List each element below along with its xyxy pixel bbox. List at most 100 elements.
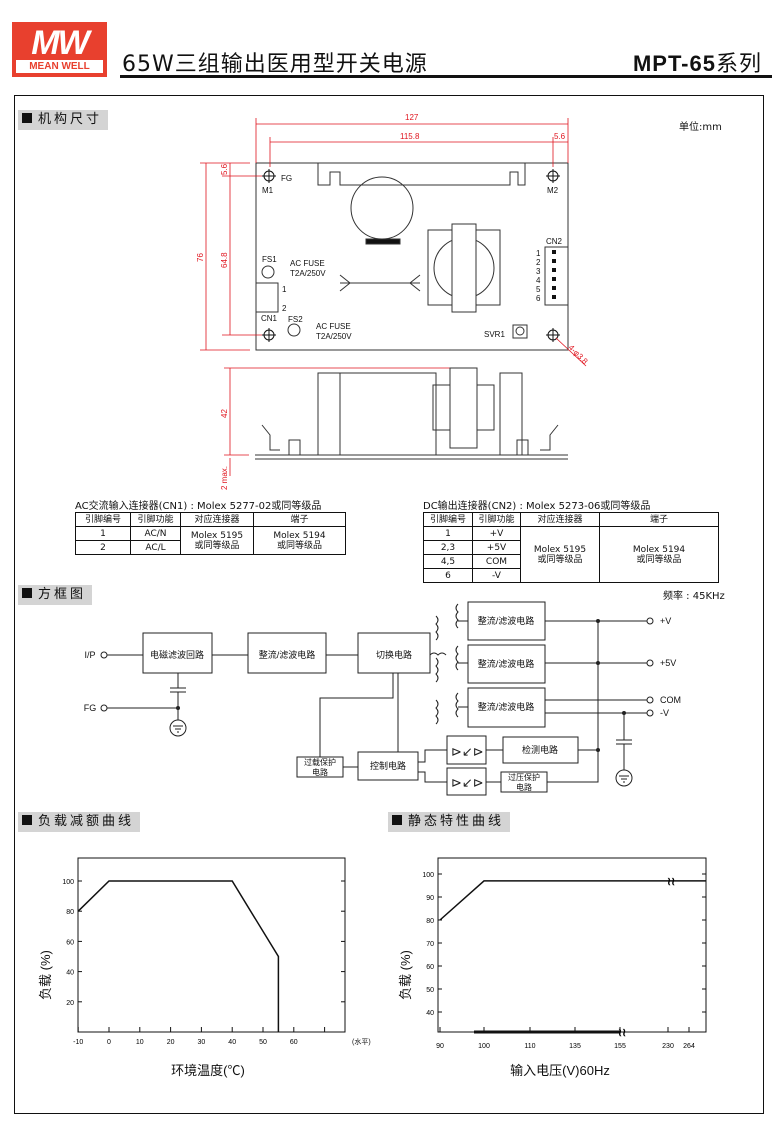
unit-label: 单位:mm [679, 122, 722, 133]
y-axis-title: 负载 (%) [38, 950, 53, 1000]
label-ovp: 电路 [516, 782, 532, 792]
cn1-pin: 2 [282, 304, 287, 313]
label-m2: M2 [547, 186, 559, 195]
label-fuse1-rating: T2A/250V [290, 269, 326, 278]
section-title: 负载减额曲线 [38, 814, 135, 829]
label-cn1: CN1 [261, 314, 278, 323]
transformer-core [451, 223, 477, 313]
cn2-pin: 4 [536, 276, 541, 285]
y-tick-label: 40 [426, 1010, 434, 1017]
svr1-trimmer [512, 324, 528, 339]
block-labels: I/P FG 电磁滤波回路 整流/滤波电路 切换电路 整流/滤波电路 整流/滤波… [84, 615, 558, 792]
cn2-connector [544, 246, 569, 306]
capacitor-base [365, 238, 401, 245]
pcb-outline [255, 162, 569, 351]
dim-pin-protrusion: 2 max. [220, 466, 229, 490]
label-switching: 切换电路 [376, 649, 412, 660]
capacitor [350, 176, 414, 240]
x-tick-label: 155 [614, 1043, 626, 1050]
cn1-connector [255, 282, 279, 313]
static-line [439, 880, 706, 921]
output-label: +5V [660, 658, 676, 668]
x-tick-label: 30 [198, 1039, 206, 1046]
label-control: 控制电路 [370, 760, 406, 771]
dim-hole-pitch: 115.8 [400, 132, 420, 141]
x-tick-label: 10 [136, 1039, 144, 1046]
x-tick-label: 60 [290, 1039, 298, 1046]
dim-hole-pitch-v: 64.8 [220, 252, 229, 268]
olp-block [296, 756, 344, 778]
label-fg: FG [281, 174, 292, 183]
x-tick-label: 135 [569, 1043, 581, 1050]
output-label: COM [660, 695, 681, 705]
y-tick-label: 50 [426, 987, 434, 994]
y-tick-label: 60 [426, 964, 434, 971]
mechanical-side-view [255, 367, 568, 460]
label-out-rect: 整流/滤波电路 [478, 658, 535, 669]
svg-text:⊳↙⊳: ⊳↙⊳ [451, 744, 484, 759]
label-out-rect: 整流/滤波电路 [478, 615, 535, 626]
x-tick-label: 50 [259, 1039, 267, 1046]
y-axis-title: 负载 (%) [398, 950, 413, 1000]
dimension-lines [200, 118, 587, 476]
content-frame [14, 95, 764, 1114]
svg-text:⊳↙⊳: ⊳↙⊳ [451, 775, 484, 790]
ground-icon [169, 719, 633, 787]
cn2-pin-mark [552, 286, 556, 290]
ovp-block [500, 771, 548, 793]
label-m1: M1 [262, 186, 274, 195]
label-fuse2-rating: T2A/250V [316, 332, 352, 341]
cn2-pin: 2 [536, 258, 541, 267]
block-diagram-wiring [100, 603, 654, 783]
cn2-pin-mark [552, 268, 556, 272]
mechanical-labels: FG M1 M2 FS1 AC FUSE T2A/250V 1 2 CN1 FS… [261, 174, 563, 341]
control-block [357, 751, 419, 781]
cn2-pin-mark [552, 295, 556, 299]
series-suffix: 系列 [715, 52, 762, 77]
x-tick-label: 264 [683, 1043, 695, 1050]
derating-line [77, 880, 280, 1032]
mounting-hole-icon [262, 169, 276, 183]
output-labels: +V +5V COM -V [660, 616, 681, 718]
output-label: -V [660, 708, 669, 718]
section-title: 机构尺寸 [38, 112, 103, 127]
optocoupler-icon [446, 767, 487, 796]
opto-glyphs: ⊳↙⊳ ⊳↙⊳ [451, 744, 484, 790]
label-fs2: FS2 [288, 315, 303, 324]
y-tick-label: 20 [66, 1000, 74, 1007]
label-fg: FG [84, 703, 97, 713]
cn1-pin: 1 [282, 285, 287, 294]
y-tick-label: 100 [422, 872, 434, 879]
label-detection: 检测电路 [522, 744, 558, 755]
dim-edge-offset-v: 5.6 [220, 163, 229, 175]
y-tick-label: 80 [66, 909, 74, 916]
heatsink [317, 163, 526, 186]
func: AC/L [130, 540, 181, 555]
pin: 6 [423, 568, 473, 583]
label-ip: I/P [84, 650, 95, 660]
x-tick-label: 20 [167, 1039, 175, 1046]
cn1-caption: AC交流输入连接器(CN1) : Molex 5277-02或同等级品 [75, 501, 322, 512]
x-tick-label: 100 [478, 1043, 490, 1050]
emi-filter-block [142, 632, 213, 674]
x-tick-label: 90 [436, 1043, 444, 1050]
dim-hole: 4-φ3.8 [567, 343, 590, 366]
label-ovp: 过压保护 [508, 772, 540, 782]
cn2-pin: 6 [536, 294, 541, 303]
label-emi: 电磁滤波回路 [150, 649, 204, 660]
y-tick-label: 80 [426, 918, 434, 925]
mounting-hole-icon [262, 328, 276, 342]
axis-break-icon: ≀≀ [618, 1027, 626, 1039]
logo-mark: MW [31, 24, 89, 62]
section-mechanical: 机构尺寸 [18, 110, 109, 130]
title-rule [120, 75, 772, 78]
y-tick-label: 90 [426, 895, 434, 902]
rect-filter-block [247, 632, 327, 674]
